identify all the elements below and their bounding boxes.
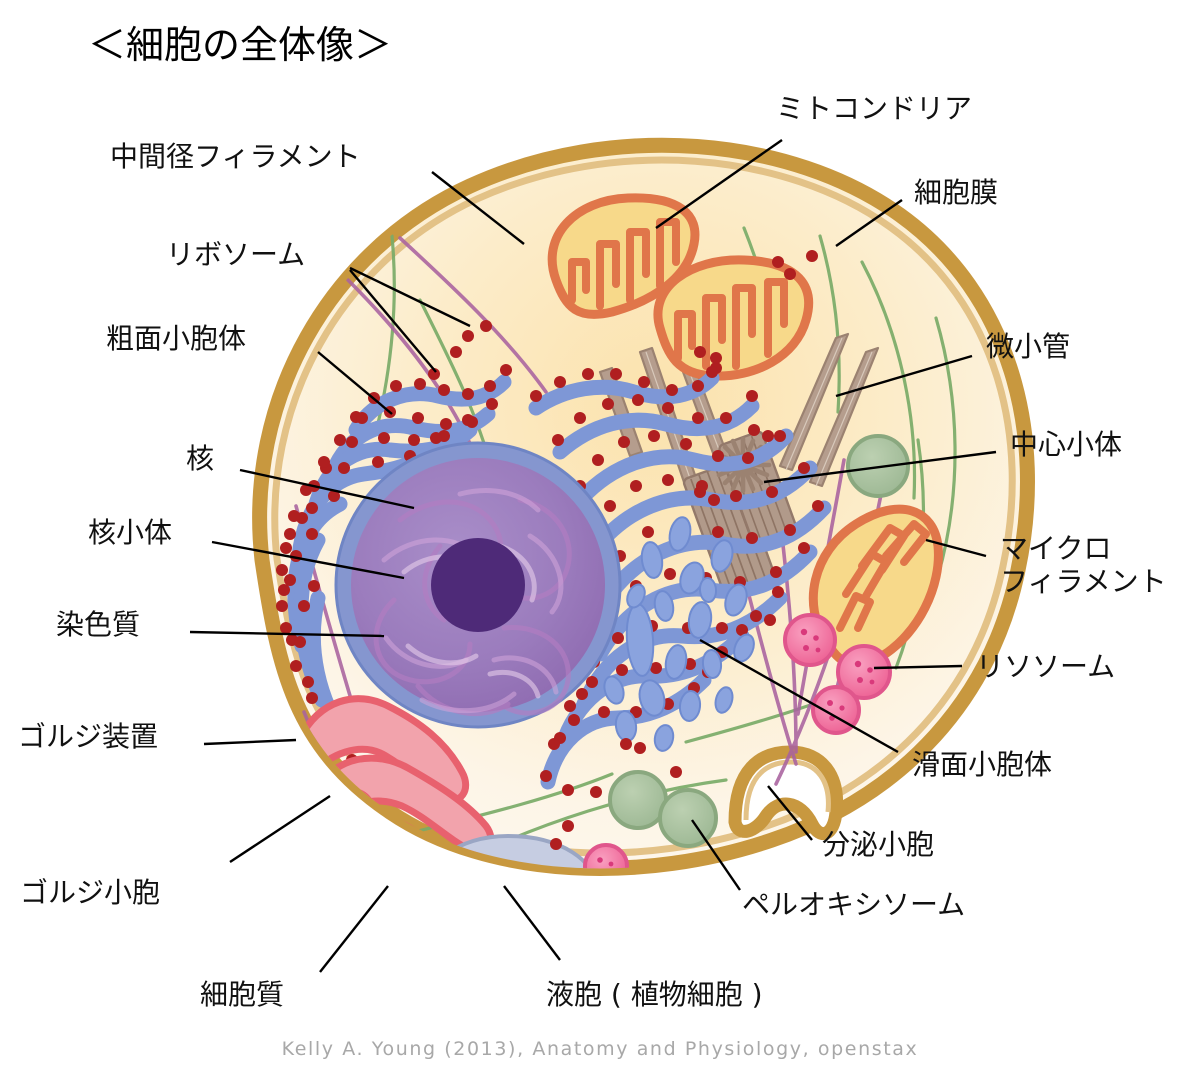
mitochondrion — [808, 504, 943, 669]
label-ribosome: リボソーム — [166, 238, 306, 271]
label-mitochondria: ミトコンドリア — [776, 92, 973, 125]
lysosome — [783, 613, 837, 667]
label-nucleus: 核 — [186, 442, 215, 475]
smooth-endoplasmic-reticulum — [603, 516, 755, 752]
peroxisome — [658, 788, 718, 848]
nucleolus — [431, 538, 525, 632]
label-nucleolus: 核小体 — [88, 516, 173, 549]
nucleus — [334, 441, 622, 729]
label-peroxisome: ペルオキシソーム — [742, 888, 966, 921]
label-smooth-er: 滑面小胞体 — [912, 748, 1053, 781]
label-microfilament: マイクロ フィラメント — [1000, 532, 1167, 598]
peroxisome — [608, 770, 668, 830]
label-golgi-apparatus: ゴルジ装置 — [18, 720, 159, 753]
label-vacuole: 液胞 ( 植物細胞 ) — [546, 978, 763, 1011]
peroxisome — [846, 434, 910, 498]
label-golgi-vesicle: ゴルジ小胞 — [20, 876, 161, 909]
label-microtubule: 微小管 — [986, 330, 1071, 363]
secretory-vesicle-inner-line — [743, 759, 831, 821]
lysosome — [811, 685, 861, 735]
lysosome — [583, 843, 629, 869]
attribution-credit: Kelly A. Young (2013), Anatomy and Physi… — [281, 1038, 919, 1060]
label-microfilament-line2: フィラメント — [1000, 565, 1167, 599]
mitochondrion — [653, 255, 814, 381]
page-title: ＜細胞の全体像＞ — [88, 23, 393, 67]
label-lysosome: リソソーム — [976, 650, 1116, 683]
vacuole — [424, 833, 603, 869]
label-cell-membrane: 細胞膜 — [914, 176, 999, 209]
label-rough-er: 粗面小胞体 — [106, 322, 247, 355]
label-chromatin: 染色質 — [56, 608, 141, 641]
label-intermediate-filament: 中間径フィラメント — [110, 140, 361, 173]
label-microfilament-line1: マイクロ — [1000, 532, 1112, 565]
label-secretory-vesicle: 分泌小胞 — [822, 828, 935, 861]
label-cytoplasm: 細胞質 — [200, 978, 285, 1011]
label-centriole: 中心小体 — [1010, 428, 1123, 461]
